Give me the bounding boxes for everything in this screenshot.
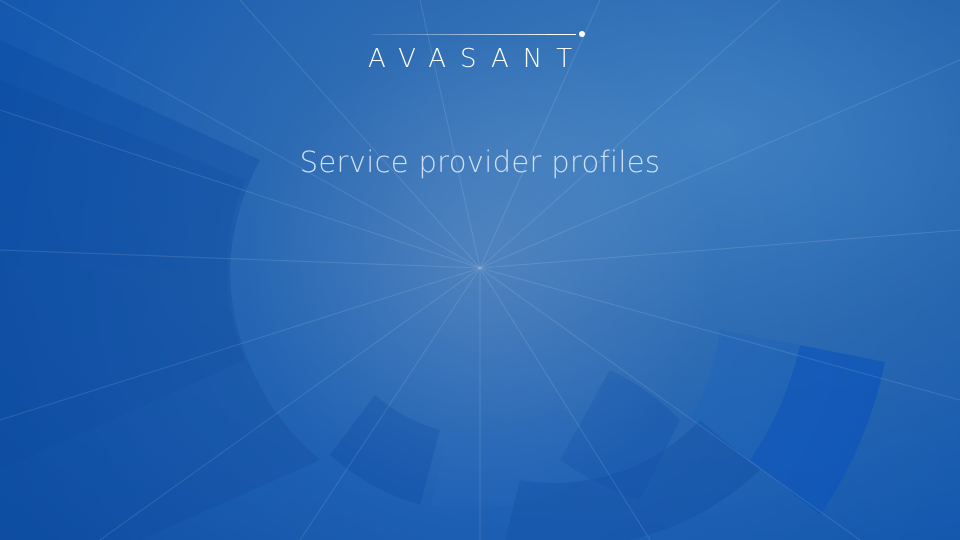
logo-text: AVASANT <box>368 44 587 74</box>
logo-line <box>372 34 546 35</box>
logo-line-accent <box>546 34 576 35</box>
avasant-logo: AVASANT <box>368 30 590 76</box>
slide-title: Service provider profiles <box>299 145 661 179</box>
logo-dot <box>579 31 585 37</box>
